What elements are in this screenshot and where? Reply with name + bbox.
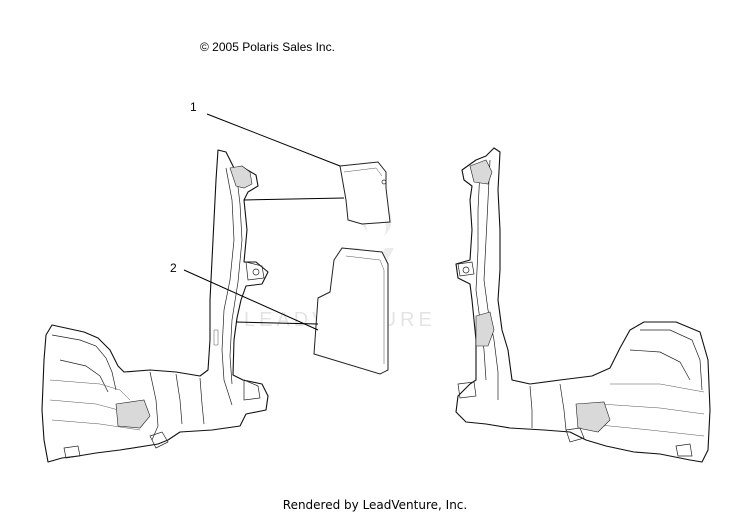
callout-1-label[interactable]: 1 xyxy=(190,100,197,114)
mud-flap-part-2[interactable] xyxy=(313,247,389,375)
callout-2-label[interactable]: 2 xyxy=(170,261,177,275)
left-front-fender[interactable] xyxy=(41,149,269,463)
right-front-fender[interactable] xyxy=(455,147,711,463)
footer-credit: Rendered by LeadVenture, Inc. xyxy=(282,498,468,512)
copyright-notice: © 2005 Polaris Sales Inc. xyxy=(200,40,335,54)
callout-leaders xyxy=(183,113,345,331)
mud-flap-part-1[interactable] xyxy=(339,161,391,225)
